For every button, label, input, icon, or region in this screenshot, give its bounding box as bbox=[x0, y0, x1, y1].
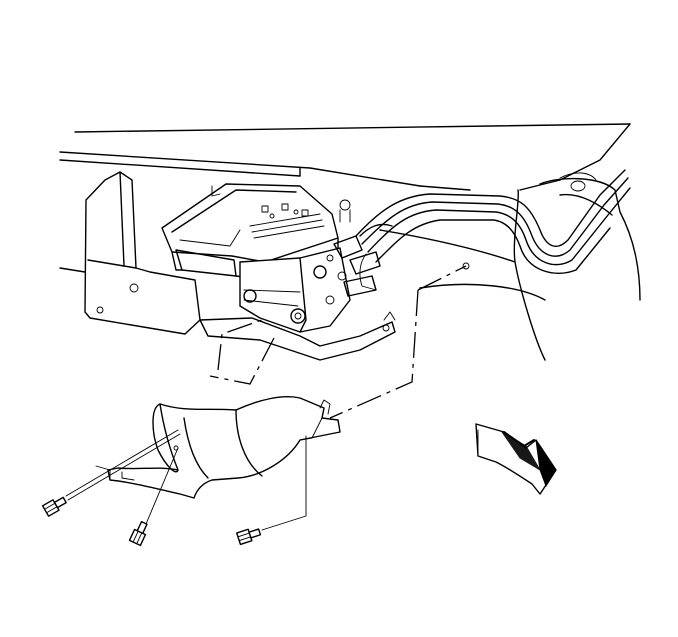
abs-modulator bbox=[161, 183, 396, 361]
frame-rail bbox=[59, 123, 641, 361]
bolt-icon bbox=[41, 496, 67, 517]
mounting-bracket bbox=[84, 171, 201, 335]
installation-guides bbox=[209, 262, 470, 419]
forward-arrow-icon bbox=[475, 423, 557, 495]
bolt-middle bbox=[128, 447, 179, 547]
brake-lines bbox=[355, 169, 631, 291]
shield bbox=[95, 396, 341, 499]
bolt-left bbox=[41, 429, 181, 517]
bolt-right bbox=[236, 435, 307, 546]
bolt-icon bbox=[236, 528, 262, 546]
bolt-icon bbox=[128, 520, 148, 547]
